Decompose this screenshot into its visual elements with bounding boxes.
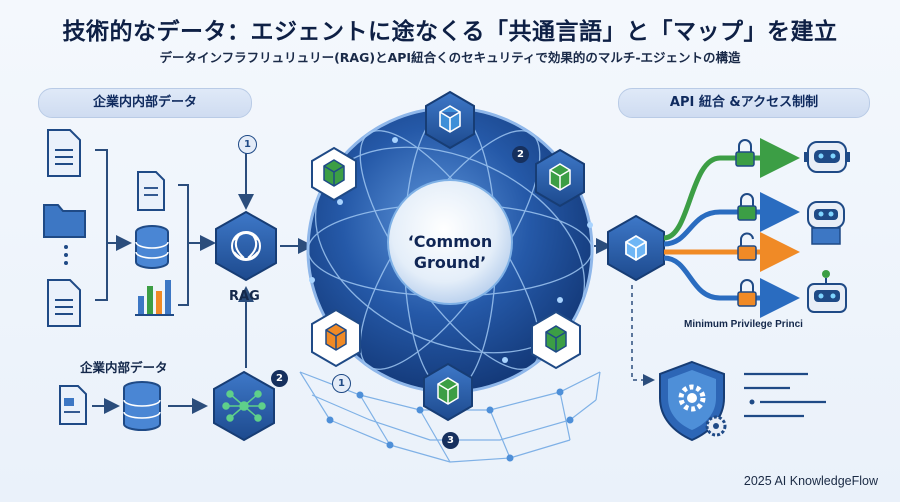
document-icon-2 (47, 279, 81, 327)
common-ground-line-1: ‘Common (407, 232, 493, 251)
robot-icon-1 (804, 141, 850, 173)
dashed-connector (631, 285, 655, 386)
robot-icon-3 (807, 270, 847, 313)
lock-icon-1 (735, 139, 755, 167)
cube-node-upper-left (311, 146, 357, 202)
network-hexagon (213, 370, 275, 442)
cube-node-top (425, 90, 475, 150)
route-arrow-1 (663, 138, 800, 241)
bracket-connector (95, 149, 108, 301)
document-icon-3 (137, 171, 165, 211)
route-arrow-4 (663, 255, 800, 318)
step-badge-1: 1 (238, 135, 257, 154)
common-ground-label: ‘Common Ground’ (395, 231, 505, 273)
step-badge-1-mesh: 1 (332, 374, 351, 393)
page-subtitle: データインフラフリュリュリー(RAG)とAPI紐合くのセキュリティで効果的のマル… (159, 50, 741, 65)
api-hub-hexagon (607, 214, 665, 282)
route-arrow-2 (663, 192, 800, 247)
folder-icon (43, 204, 86, 238)
rag-hexagon (215, 210, 277, 282)
database-icon (135, 225, 169, 269)
openai-knot-icon (231, 231, 261, 261)
lower-left-label: 企業内部データ (80, 360, 168, 375)
network-nodes-icon (222, 390, 266, 422)
document-icon (47, 129, 81, 177)
right-panel-header: API 紐合 &アクセス制制 (618, 88, 870, 118)
cube-node-lower-left (311, 308, 361, 368)
document-icon-4 (59, 385, 87, 425)
unlock-icon (737, 232, 757, 261)
list-bullet (749, 399, 755, 405)
left-panel-header: 企業内内部データ (38, 88, 252, 118)
page-title: 技術的なデータ：エジェントに途なくる「共通言語」と「マップ」を建立 (62, 19, 838, 45)
bracket-connector-2 (178, 184, 189, 306)
rag-label: RAG (229, 289, 260, 304)
cube-node-lower-right (531, 310, 581, 370)
shield-gear-icon (659, 360, 727, 442)
robot-icon-2 (807, 201, 845, 245)
bar-chart-icon (135, 280, 174, 316)
cube-node-bottom (423, 362, 473, 422)
database-icon-2 (123, 381, 161, 431)
cube-node-upper-right (535, 148, 585, 208)
core-bubble (387, 179, 513, 305)
lock-icon-3 (737, 279, 757, 307)
api-cube-icon (625, 234, 647, 262)
step-badge-2-lower: 2 (271, 370, 288, 387)
config-list-icon (744, 372, 826, 418)
ellipsis-icon (64, 245, 68, 265)
footer-credit: 2025 AI KnowledgeFlow (743, 474, 878, 488)
mesh-nodes (326, 388, 574, 462)
step-badge-3: 3 (442, 432, 459, 449)
common-ground-line-2: Ground’ (413, 253, 487, 272)
lock-icon-2 (737, 193, 757, 221)
step-badge-2-sphere: 2 (512, 146, 529, 163)
privilege-label: Minimum Privilege Princi (684, 319, 803, 330)
